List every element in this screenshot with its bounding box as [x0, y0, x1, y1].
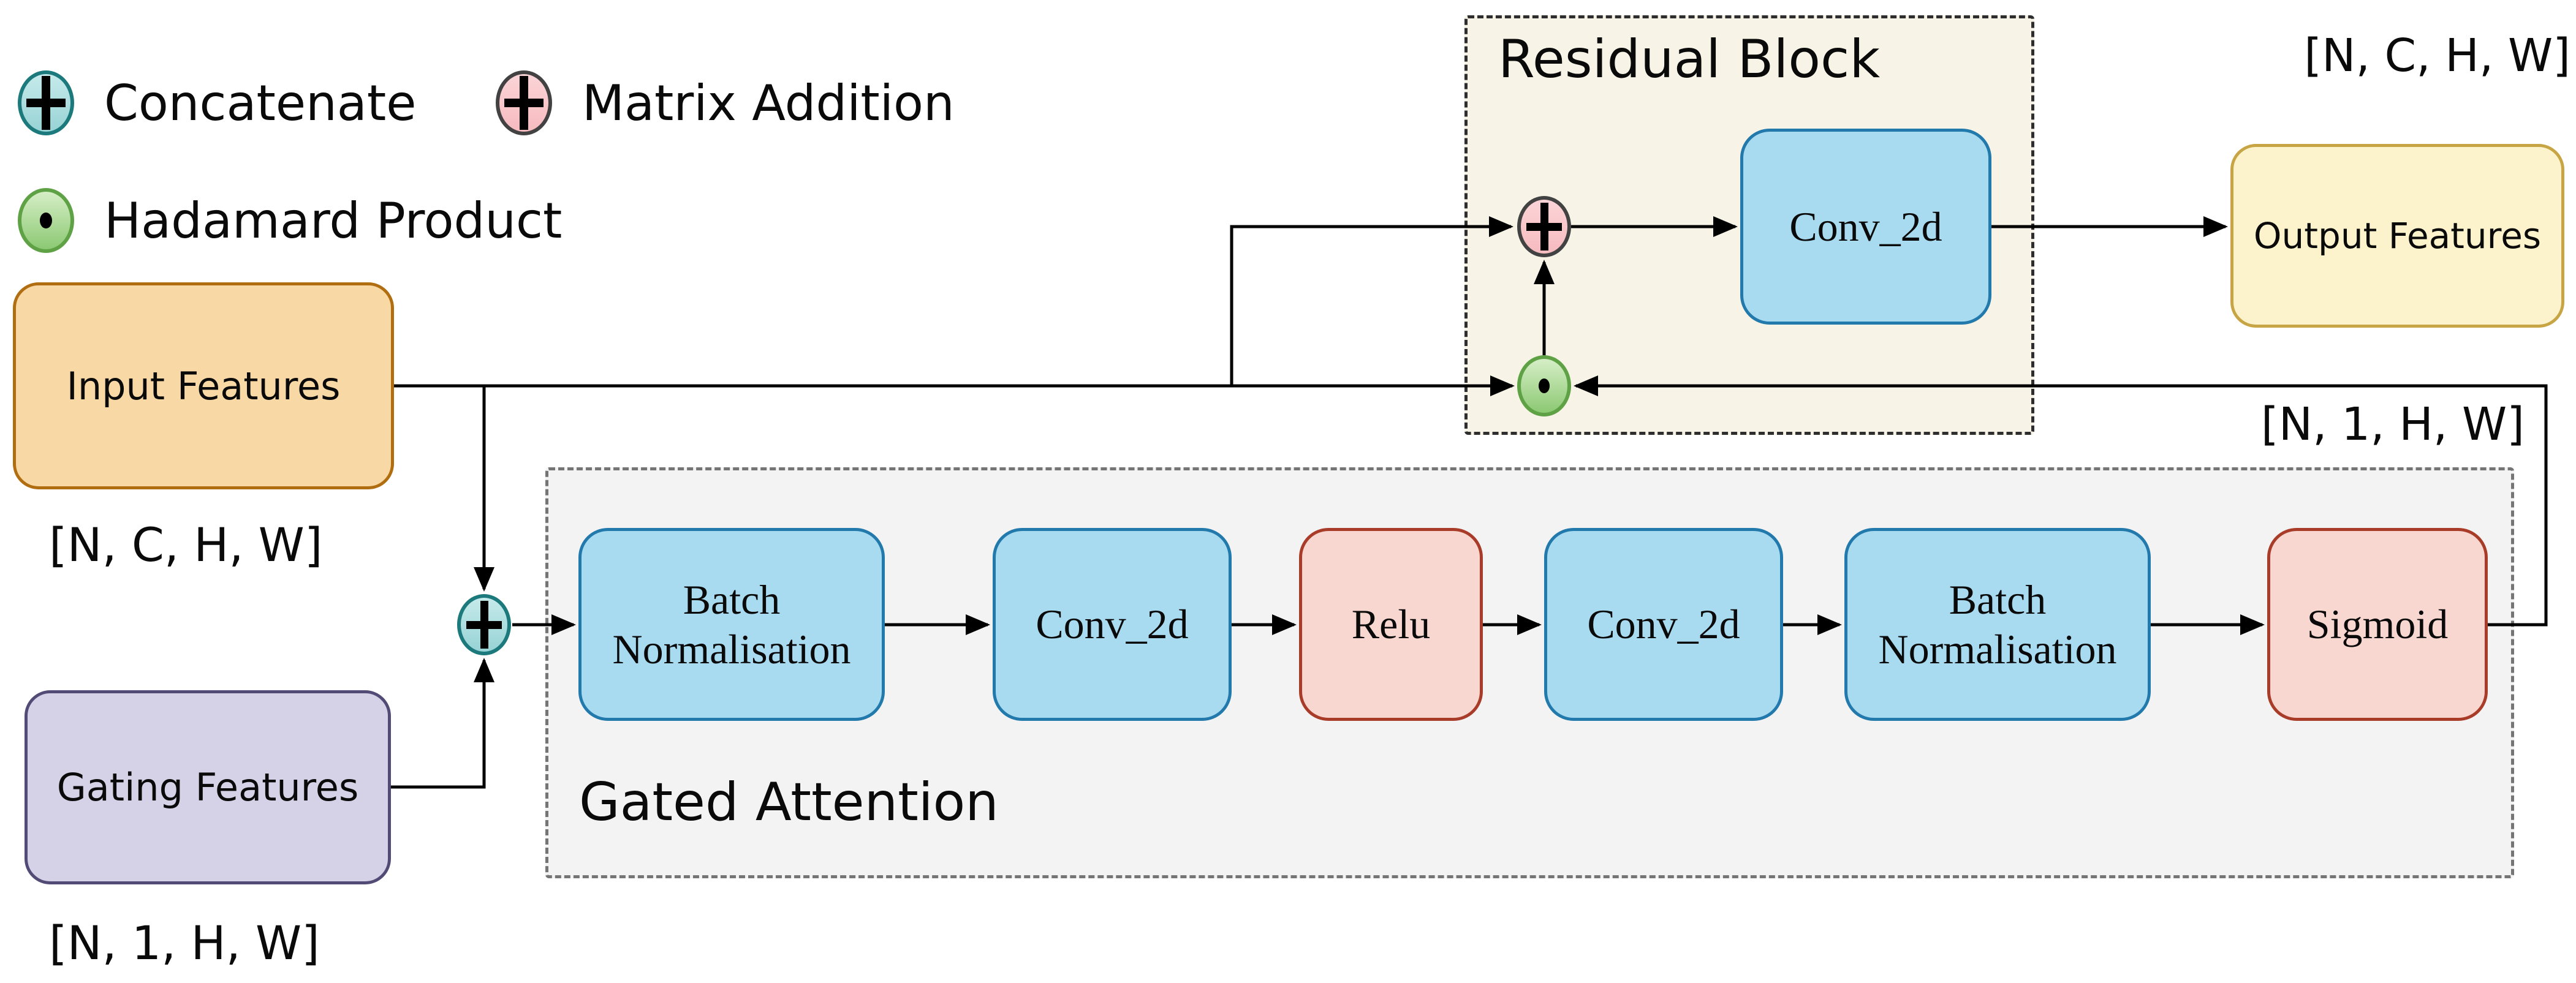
matrix-addition-icon — [496, 70, 552, 135]
matrix-addition-node — [1517, 196, 1571, 257]
dot-glyph — [1539, 379, 1550, 393]
plus-bar-vertical — [42, 76, 50, 130]
legend-item-concatenate: Concatenate — [18, 70, 416, 135]
edge-input-branch-to-addition — [1230, 216, 1513, 386]
gated-attention-title: Gated Attention — [579, 772, 999, 833]
node-conv2d-1: Conv_2d — [993, 528, 1232, 721]
input-dim-label: [N, C, H, W] — [49, 518, 323, 572]
node-label: Conv_2d — [1036, 601, 1189, 648]
node-label: Conv_2d — [1587, 601, 1740, 648]
attention-map-dim-label: [N, 1, H, W] — [2260, 398, 2525, 451]
legend-label-hadamard-product: Hadamard Product — [104, 192, 563, 249]
dot-glyph — [40, 213, 52, 228]
input-features-label: Input Features — [66, 363, 341, 409]
plus-bar-vertical — [520, 76, 528, 130]
input-features-box: Input Features — [13, 282, 394, 489]
edge-sigmoid-to-hadamard — [1574, 375, 2548, 627]
output-features-label: Output Features — [2253, 215, 2542, 257]
hadamard-product-node — [1517, 355, 1571, 416]
node-label: Sigmoid — [2306, 601, 2449, 648]
residual-block-title: Residual Block — [1498, 29, 1881, 90]
node-relu: Relu — [1299, 528, 1483, 721]
output-features-box: Output Features — [2230, 144, 2564, 328]
gating-features-box: Gating Features — [25, 690, 391, 884]
node-label: Conv_2d — [1789, 203, 1942, 250]
node-label: Batch Normalisation — [1878, 576, 2117, 672]
edge-gating-to-concat — [391, 658, 494, 789]
hadamard-product-icon — [18, 188, 74, 253]
node-sigmoid: Sigmoid — [2267, 528, 2488, 721]
legend-label-concatenate: Concatenate — [104, 74, 417, 132]
node-label: Batch Normalisation — [612, 576, 851, 672]
legend-label-matrix-addition: Matrix Addition — [582, 74, 955, 132]
legend-item-hadamard-product: Hadamard Product — [18, 188, 562, 253]
gating-features-label: Gating Features — [56, 765, 359, 810]
concatenate-icon — [18, 70, 74, 135]
legend-item-matrix-addition: Matrix Addition — [496, 70, 955, 135]
output-dim-label: [N, C, H, W] — [2304, 29, 2570, 82]
concatenate-node — [457, 594, 511, 655]
node-batch-normalisation-1: Batch Normalisation — [578, 528, 885, 721]
node-conv2d-2: Conv_2d — [1544, 528, 1783, 721]
node-label: Relu — [1351, 601, 1431, 648]
gating-dim-label: [N, 1, H, W] — [49, 916, 320, 970]
plus-bar-vertical — [1540, 203, 1548, 250]
plus-bar-vertical — [480, 601, 488, 649]
node-residual-conv2d: Conv_2d — [1740, 129, 1991, 325]
node-batch-normalisation-2: Batch Normalisation — [1844, 528, 2151, 721]
